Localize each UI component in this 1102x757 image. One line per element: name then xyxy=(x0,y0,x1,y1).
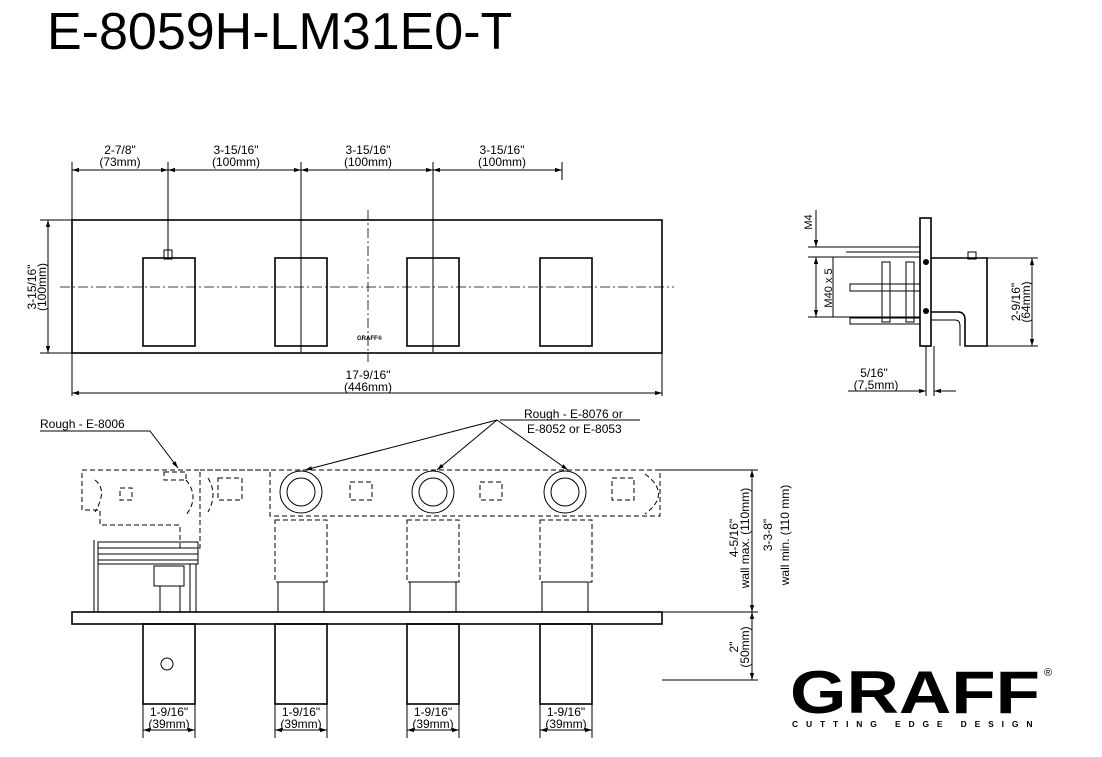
handle-3 xyxy=(406,257,460,347)
rough-label-left: Rough - E-8006 xyxy=(40,417,125,431)
dim-label: 2-7/8" xyxy=(104,143,136,157)
dim-label: wall min. (110 mm) xyxy=(778,485,792,586)
front-plate xyxy=(71,219,663,354)
dim-label: (7,5mm) xyxy=(854,378,899,392)
side-plate xyxy=(919,217,932,347)
side-body xyxy=(832,256,921,318)
dim-label: 2" xyxy=(727,642,741,653)
dim-label: M4 xyxy=(803,214,815,229)
dim-label: 2-9/16" xyxy=(1009,283,1023,321)
dim-label: (100mm) xyxy=(344,155,392,169)
dim-label: 3-15/16" xyxy=(480,143,525,157)
brand-name: GRAFF xyxy=(790,659,1040,726)
front-view: 2-7/8" (73mm) 3-15/16" (100mm) 3-15/16" … xyxy=(25,143,674,396)
knob-2 xyxy=(274,623,328,705)
valve-2 xyxy=(406,470,460,613)
rough-label-right: E-8052 or E-8053 xyxy=(527,422,622,436)
dim-label: 5/16" xyxy=(860,366,888,380)
dim-label: wall max. (110mm) xyxy=(738,488,752,589)
dim-label: 4-5/16" xyxy=(727,519,741,557)
dim-label: (50mm) xyxy=(738,626,752,667)
dim-label: 3-15/16" xyxy=(25,265,39,310)
knob-4 xyxy=(539,623,593,705)
handle-4 xyxy=(539,257,593,347)
dim-label: 3-15/16" xyxy=(214,143,259,157)
brand-reg: ® xyxy=(1044,667,1052,679)
valve-3 xyxy=(539,470,593,613)
side-view: M4 M40 x 5 2-9/16" (64mm) 5/16" (7,5mm) xyxy=(803,210,1038,396)
dim-label: (64mm) xyxy=(1019,281,1033,322)
knob-1 xyxy=(142,623,196,705)
dim-label: (100mm) xyxy=(212,155,260,169)
page-title: E-8059H-LM31E0-T xyxy=(47,3,513,61)
dim-label: 1-9/16" xyxy=(414,705,452,719)
dim-label: 17-9/16" xyxy=(346,368,391,382)
dim-label: (73mm) xyxy=(99,155,140,169)
rough-view: Rough - E-8006 Rough - E-8076 or E-8052 … xyxy=(40,407,792,738)
dim-label: (100mm) xyxy=(35,263,49,311)
graff-logo: GRAFF ® CUTTING EDGE DESIGN xyxy=(790,659,1052,729)
wall-plate xyxy=(71,611,663,625)
brand-tagline: CUTTING EDGE DESIGN xyxy=(792,719,1038,729)
dim-label: 1-9/16" xyxy=(282,705,320,719)
dim-label: (39mm) xyxy=(412,717,453,731)
side-handle xyxy=(931,257,988,347)
dim-label: (39mm) xyxy=(148,717,189,731)
handle-2 xyxy=(274,257,328,347)
handle-1 xyxy=(142,257,196,347)
plate-logo: GRAFF® xyxy=(357,335,383,342)
rough-label-right: Rough - E-8076 or xyxy=(524,407,623,421)
dim-label: 3-3-8" xyxy=(761,519,775,551)
dim-label: M40 x 5 xyxy=(823,268,835,307)
dim-label: (446mm) xyxy=(344,380,392,394)
handle-1-stem xyxy=(163,249,173,260)
dim-label: 3-15/16" xyxy=(346,143,391,157)
dim-label: (39mm) xyxy=(280,717,321,731)
valve-1 xyxy=(274,470,328,613)
dim-label: 1-9/16" xyxy=(150,705,188,719)
dim-label: 1-9/16" xyxy=(547,705,585,719)
dim-label: (39mm) xyxy=(545,717,586,731)
knob-3 xyxy=(406,623,460,705)
dim-label: (100mm) xyxy=(478,155,526,169)
